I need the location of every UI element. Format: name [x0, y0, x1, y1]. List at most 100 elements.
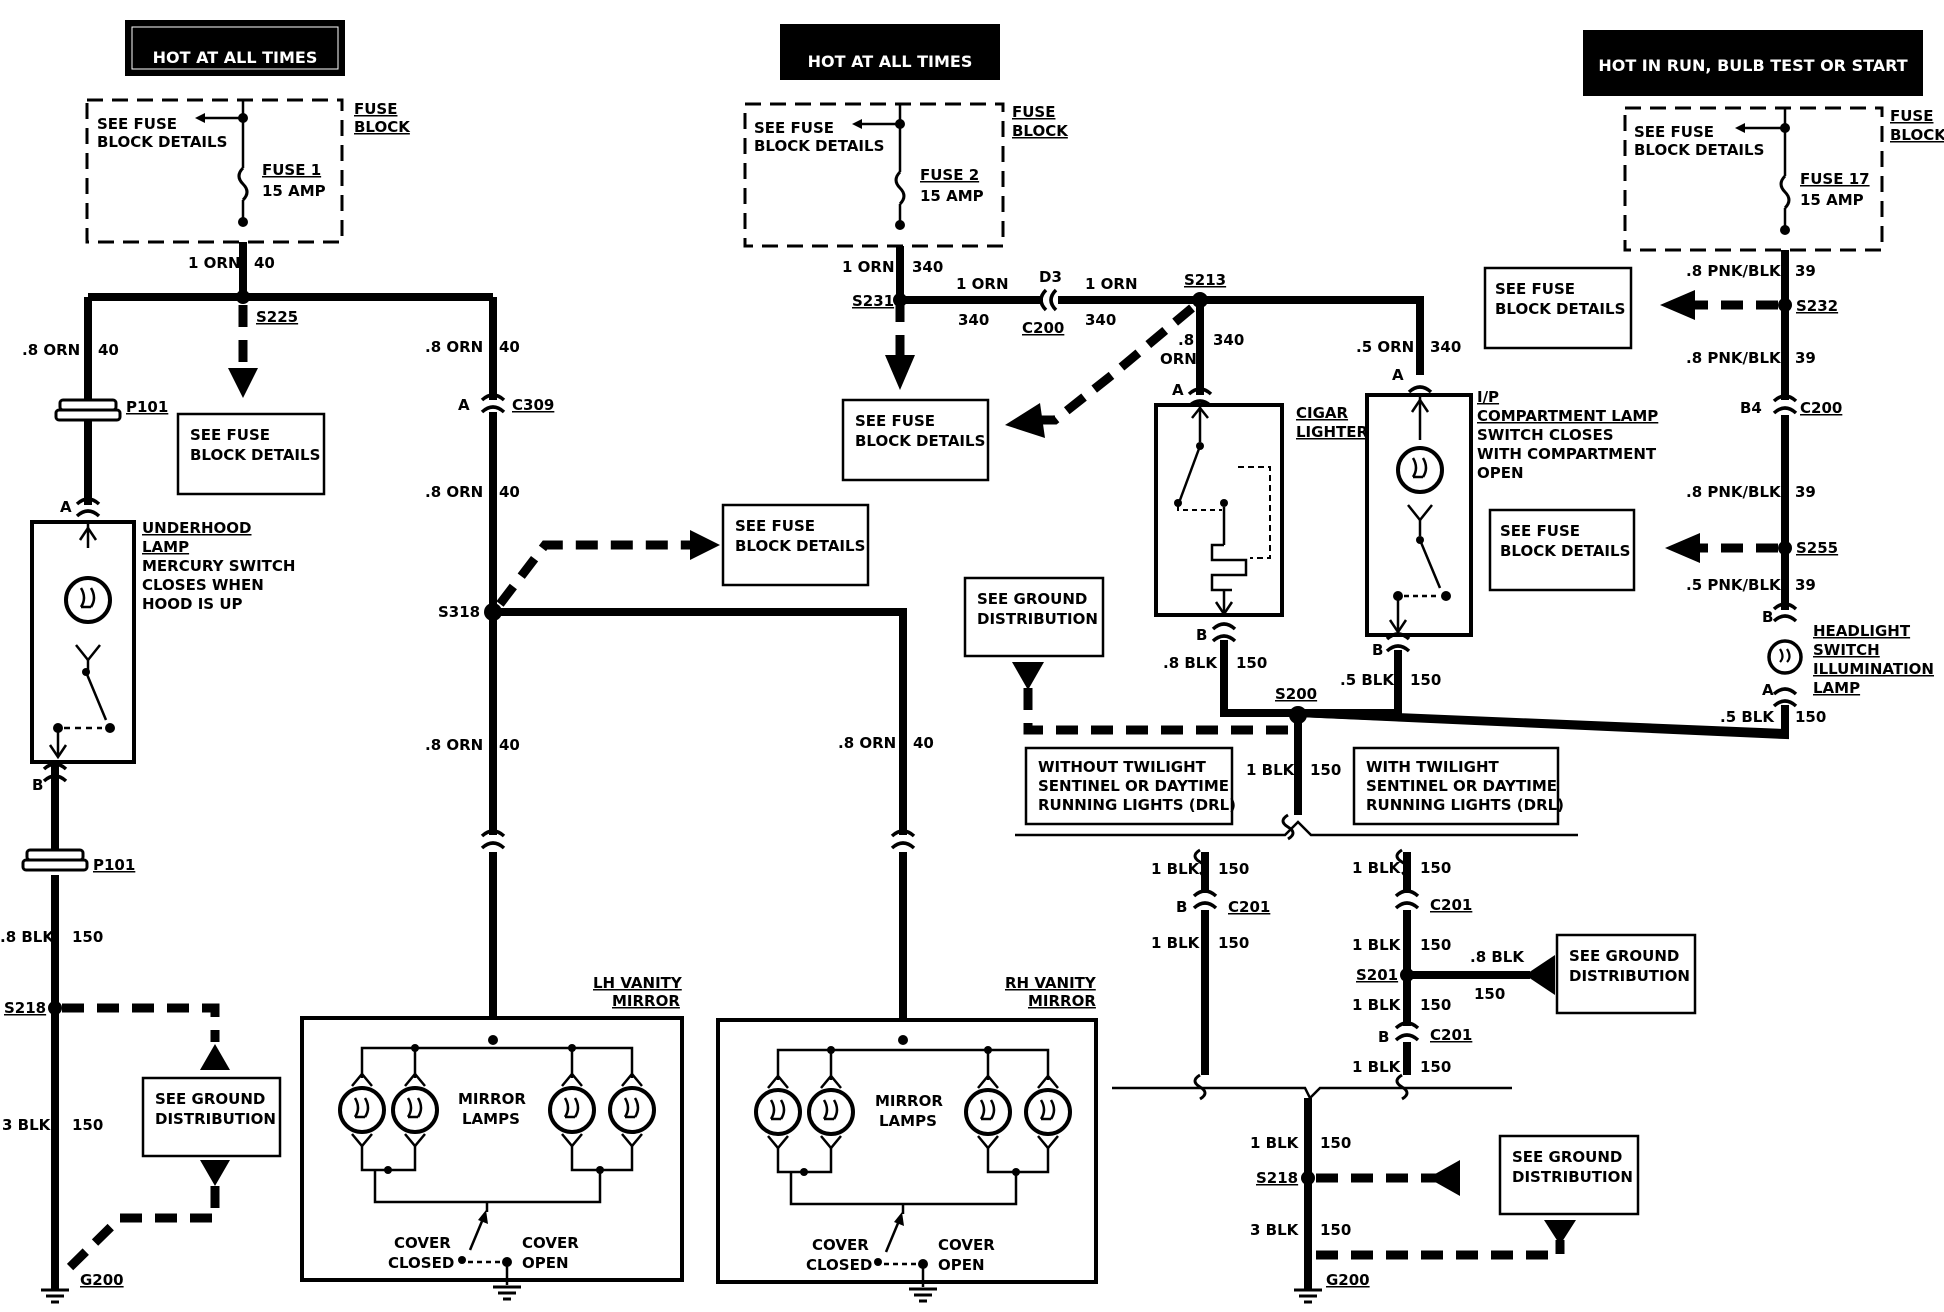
svg-text:1 BLK: 1 BLK: [1246, 761, 1296, 779]
svg-text:340: 340: [912, 258, 943, 276]
svg-text:A: A: [1762, 681, 1774, 699]
svg-text:39: 39: [1795, 262, 1816, 280]
ground-s200: .8 BLK 150 B .5 BLK 150 B S200 1 BLK 150: [1012, 250, 1789, 841]
fuse-1-label: FUSE 1: [262, 161, 321, 179]
svg-text:1 BLK: 1 BLK: [1352, 1058, 1402, 1076]
svg-text:HOOD IS UP: HOOD IS UP: [142, 595, 243, 613]
svg-text:SEE FUSE: SEE FUSE: [190, 426, 270, 444]
svg-text:P101: P101: [93, 856, 135, 874]
svg-text:RUNNING LIGHTS (DRL): RUNNING LIGHTS (DRL): [1038, 796, 1236, 814]
svg-text:COMPARTMENT LAMP: COMPARTMENT LAMP: [1477, 407, 1658, 425]
connector-c201-left: [1192, 889, 1218, 910]
svg-text:B: B: [1176, 898, 1187, 916]
svg-text:CLOSES WHEN: CLOSES WHEN: [142, 576, 264, 594]
svg-text:S318: S318: [438, 603, 480, 621]
svg-text:A: A: [60, 498, 72, 516]
ref-ground-dist-s218: SEE GROUND DISTRIBUTION: [1498, 1134, 1640, 1216]
svg-text:1 ORN: 1 ORN: [956, 275, 1009, 293]
svg-text:G200: G200: [1326, 1271, 1370, 1289]
underhood-lamp: [30, 497, 136, 783]
svg-text:COVER: COVER: [522, 1234, 579, 1252]
svg-text:D3: D3: [1039, 268, 1062, 286]
svg-text:.8 ORN: .8 ORN: [838, 734, 896, 752]
svg-text:S200: S200: [1275, 685, 1317, 703]
svg-text:SEE FUSE: SEE FUSE: [735, 517, 815, 535]
svg-text:1 BLK: 1 BLK: [1352, 936, 1402, 954]
svg-text:340: 340: [958, 311, 989, 329]
svg-text:SEE FUSE: SEE FUSE: [754, 119, 834, 137]
svg-text:DISTRIBUTION: DISTRIBUTION: [1569, 967, 1690, 985]
ground-lower: 1 BLK 150 B C201 1 BLK 150 1 BLK 150 C20…: [1112, 848, 1576, 1304]
svg-text:150: 150: [1420, 859, 1451, 877]
svg-text:1 BLK: 1 BLK: [1352, 859, 1402, 877]
header-left: HOT AT ALL TIMES: [125, 20, 345, 76]
svg-text:40: 40: [499, 483, 520, 501]
svg-text:.8 BLK: .8 BLK: [1470, 948, 1525, 966]
svg-text:SENTINEL OR DAYTIME: SENTINEL OR DAYTIME: [1366, 777, 1557, 795]
ref-fuse-details-s255: SEE FUSE BLOCK DETAILS: [1488, 508, 1636, 592]
svg-text:150: 150: [1320, 1134, 1351, 1152]
svg-text:MERCURY SWITCH: MERCURY SWITCH: [142, 557, 295, 575]
svg-text:150: 150: [1795, 708, 1826, 726]
svg-text:C200: C200: [1800, 399, 1842, 417]
svg-text:1 ORN: 1 ORN: [842, 258, 895, 276]
svg-text:B: B: [1372, 641, 1383, 659]
svg-text:1 BLK: 1 BLK: [1151, 860, 1201, 878]
svg-text:MIRROR: MIRROR: [1028, 992, 1096, 1010]
svg-text:SEE GROUND: SEE GROUND: [1512, 1148, 1622, 1166]
svg-text:OPEN: OPEN: [938, 1256, 985, 1274]
svg-text:A: A: [458, 396, 470, 414]
splice-s218-right: [1301, 1171, 1315, 1185]
svg-text:SWITCH: SWITCH: [1813, 641, 1880, 659]
svg-text:BLOCK DETAILS: BLOCK DETAILS: [190, 446, 320, 464]
svg-text:ORN: ORN: [1160, 350, 1197, 368]
svg-text:150: 150: [1236, 654, 1267, 672]
svg-text:SEE GROUND: SEE GROUND: [155, 1090, 265, 1108]
svg-text:150: 150: [1320, 1221, 1351, 1239]
svg-text:150: 150: [72, 928, 103, 946]
svg-text:B: B: [1196, 626, 1207, 644]
svg-text:CIGAR: CIGAR: [1296, 404, 1349, 422]
svg-text:.5 BLK: .5 BLK: [1340, 671, 1395, 689]
svg-text:HEADLIGHT: HEADLIGHT: [1813, 622, 1911, 640]
svg-text:.5 ORN: .5 ORN: [1356, 338, 1414, 356]
svg-text:.8 BLK: .8 BLK: [0, 928, 55, 946]
svg-text:S225: S225: [256, 308, 298, 326]
svg-text:340: 340: [1430, 338, 1461, 356]
svg-text:LAMPS: LAMPS: [879, 1112, 937, 1130]
fuse-block-1: SEE FUSE BLOCK DETAILS FUSE 1 15 AMP FUS…: [85, 98, 411, 244]
svg-text:3 BLK: 3 BLK: [2, 1116, 52, 1134]
svg-text:BLOCK: BLOCK: [1012, 122, 1069, 140]
svg-text:B: B: [1378, 1028, 1389, 1046]
svg-text:1 ORN: 1 ORN: [188, 254, 241, 272]
svg-text:CLOSED: CLOSED: [388, 1254, 454, 1272]
splice-s213: [1192, 292, 1208, 308]
svg-text:1 BLK: 1 BLK: [1352, 996, 1402, 1014]
svg-text:COVER: COVER: [812, 1236, 869, 1254]
svg-text:3 BLK: 3 BLK: [1250, 1221, 1300, 1239]
svg-text:A: A: [1172, 381, 1184, 399]
svg-text:BLOCK: BLOCK: [1890, 126, 1944, 144]
svg-text:DISTRIBUTION: DISTRIBUTION: [977, 610, 1098, 628]
ref-fuse-details-s318: SEE FUSE BLOCK DETAILS: [721, 503, 870, 587]
svg-text:BLOCK DETAILS: BLOCK DETAILS: [754, 137, 884, 155]
svg-text:B: B: [32, 776, 43, 794]
ref-ground-dist-s200: SEE GROUND DISTRIBUTION: [963, 576, 1105, 658]
svg-text:.8 PNK/BLK: .8 PNK/BLK: [1686, 349, 1782, 367]
svg-text:1 BLK: 1 BLK: [1151, 934, 1201, 952]
svg-text:WITH COMPARTMENT: WITH COMPARTMENT: [1477, 445, 1657, 463]
svg-text:.8 BLK: .8 BLK: [1163, 654, 1218, 672]
circuit-fuse-1: A B UNDERHOOD LAMP MERCURY SWITCH CLOSES…: [0, 242, 934, 1304]
svg-text:WITH TWILIGHT: WITH TWILIGHT: [1366, 758, 1499, 776]
svg-text:FUSE: FUSE: [1890, 107, 1933, 125]
splice-s218-left: [48, 1001, 62, 1015]
svg-text:S201: S201: [1356, 966, 1398, 984]
header-middle: HOT AT ALL TIMES: [780, 24, 1000, 80]
ref-fuse-details-s213: SEE FUSE BLOCK DETAILS: [841, 398, 990, 482]
svg-text:COVER: COVER: [394, 1234, 451, 1252]
svg-text:SEE FUSE: SEE FUSE: [1634, 123, 1714, 141]
svg-text:LH VANITY: LH VANITY: [593, 974, 683, 992]
svg-text:S255: S255: [1796, 539, 1838, 557]
svg-text:LAMP: LAMP: [142, 538, 189, 556]
